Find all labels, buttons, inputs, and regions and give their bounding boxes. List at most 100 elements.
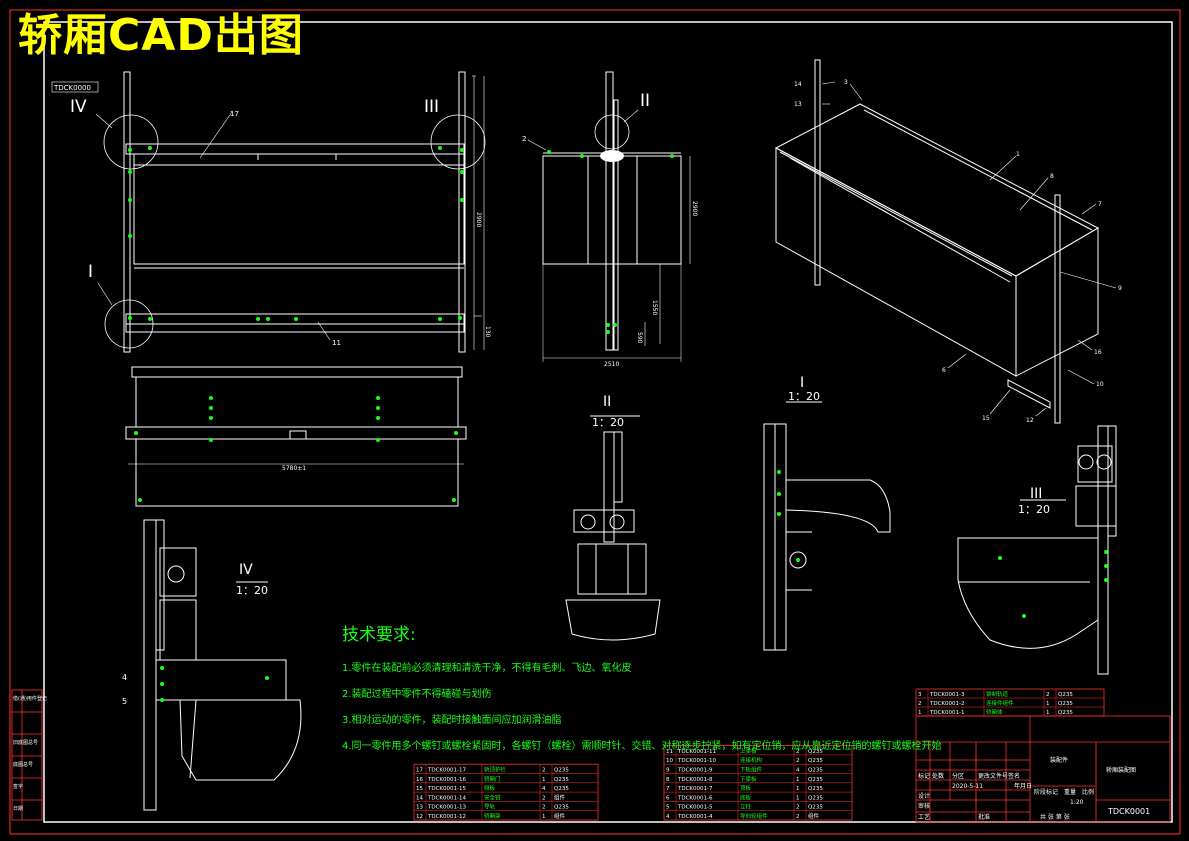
bom-cell: 10	[666, 758, 673, 764]
corner-code: TDCK0000	[53, 84, 91, 92]
svg-text:比例: 比例	[1082, 788, 1094, 796]
bom-cell: 1	[796, 795, 800, 801]
svg-text:签字: 签字	[13, 783, 23, 790]
bom-cell: 2	[1046, 692, 1050, 698]
plan-view	[125, 366, 467, 507]
svg-text:日期: 日期	[13, 806, 23, 812]
bom-cell: TDCK0001-4	[677, 814, 713, 820]
bom-cell: TDCK0001-9	[677, 768, 713, 774]
front-label-I: I	[88, 262, 93, 282]
detail-II-label: II	[603, 394, 611, 410]
detail-IV-part-4: 4	[122, 673, 127, 682]
bom-cell: 下板组件	[740, 766, 763, 774]
bom-cell: 轿厢架	[484, 812, 501, 820]
bom-cell: 7	[666, 786, 670, 792]
bom-cell: 1	[796, 777, 800, 783]
bom-cell: 1	[918, 710, 922, 716]
bom-cell: Q235	[554, 768, 569, 774]
detail-circle-IV	[103, 114, 159, 170]
front-label-III: III	[424, 97, 439, 117]
detail-circle-II	[594, 114, 630, 150]
bom-cell: Q235	[808, 795, 823, 801]
bom-cell: 12	[416, 814, 423, 820]
title-sheet: 共 张 第 张	[1040, 813, 1070, 821]
svg-text:1: 1	[1016, 151, 1020, 158]
bom-cell: 立柱	[740, 803, 752, 811]
bom-cell: 2	[918, 701, 922, 707]
bom-cell: 2	[796, 749, 800, 755]
bom-cell: 组件	[554, 793, 566, 801]
iso-rail-left	[814, 59, 821, 286]
front-right-rail	[458, 71, 466, 353]
svg-text:分区: 分区	[952, 772, 964, 780]
bom-cell: 14	[416, 795, 423, 801]
bom-cell: TDCK0001-12	[427, 814, 466, 820]
plan-body	[135, 376, 459, 428]
bom-cell: 3	[918, 692, 922, 698]
title-scale: 1:20	[1070, 799, 1084, 806]
svg-text:8: 8	[1050, 173, 1054, 180]
front-part-17: 17	[230, 110, 239, 118]
detail-IV-label: IV	[239, 562, 253, 578]
bom-cell: 4	[542, 786, 546, 792]
front-left-rail	[123, 71, 131, 353]
bom-cell: TDCK0001-3	[929, 692, 965, 698]
detail-I-label: I	[800, 375, 804, 391]
detail-III-label: III	[1030, 486, 1042, 502]
detail-II	[565, 415, 661, 641]
title-drawing-name: 轿厢装配图	[1106, 766, 1136, 774]
bom-cell: TDCK0001-6	[677, 795, 713, 801]
bom-cell: 11	[666, 749, 673, 755]
bom-cell: TDCK0001-10	[677, 758, 717, 764]
svg-text:工艺: 工艺	[918, 813, 930, 821]
bom-cell: TDCK0001-8	[677, 777, 713, 783]
bom-cell: 下梁板	[740, 775, 757, 783]
detail-IV-part-5: 5	[122, 697, 127, 706]
bom-cell: 17	[416, 768, 423, 774]
plan-dim-length: 5780±1	[282, 465, 306, 472]
side-rail	[605, 71, 614, 351]
detail-III	[957, 425, 1117, 675]
bom-cell: TDCK0001-7	[677, 786, 713, 792]
bom-cell: 9	[666, 768, 670, 774]
svg-text:审核: 审核	[918, 802, 930, 810]
svg-text:3: 3	[844, 79, 848, 86]
side-part-2: 2	[522, 135, 526, 143]
side-body	[542, 155, 682, 265]
front-view	[95, 71, 486, 353]
detail-IV-marks	[160, 666, 269, 702]
front-top-beam	[125, 143, 465, 155]
bom-cell: 4	[666, 814, 670, 820]
bom-cell: TDCK0001-15	[427, 786, 467, 792]
detail-I-marks	[777, 470, 800, 562]
banner-title: 轿厢CAD出图	[18, 10, 304, 61]
svg-text:12: 12	[1026, 417, 1034, 424]
title-assembly: 装配件	[1050, 756, 1068, 764]
svg-text:底图总号: 底图总号	[13, 761, 33, 768]
bom-cell: 2	[542, 768, 546, 774]
bom-cell: TDCK0001-5	[677, 805, 713, 811]
outer-frame	[9, 9, 1181, 835]
iso-top	[774, 103, 1100, 277]
bom-cell: 1	[542, 777, 546, 783]
svg-text:签名: 签名	[1008, 772, 1020, 780]
iso-end	[1015, 227, 1099, 377]
bom-cell: 1	[542, 814, 546, 820]
detail-III-scale: 1：20	[1018, 503, 1050, 516]
bom-cell: 钢制轨道	[986, 690, 1009, 698]
bom-cell: 顶板	[740, 784, 752, 792]
bom-cell: Q235	[808, 768, 823, 774]
bom-cell: 1	[1046, 701, 1050, 707]
front-body	[133, 153, 465, 265]
plan-green-marks	[134, 396, 458, 502]
bom-cell: Q235	[554, 805, 569, 811]
bom-cell: Q235	[808, 749, 823, 755]
bom-cell: 2	[796, 805, 800, 811]
title-drawing-no: TDCK0001	[1107, 807, 1150, 816]
svg-text:13: 13	[794, 101, 802, 108]
detail-circle-III	[430, 114, 486, 170]
bom-cell: 2	[796, 814, 800, 820]
bom-cell: 底板	[740, 793, 752, 801]
